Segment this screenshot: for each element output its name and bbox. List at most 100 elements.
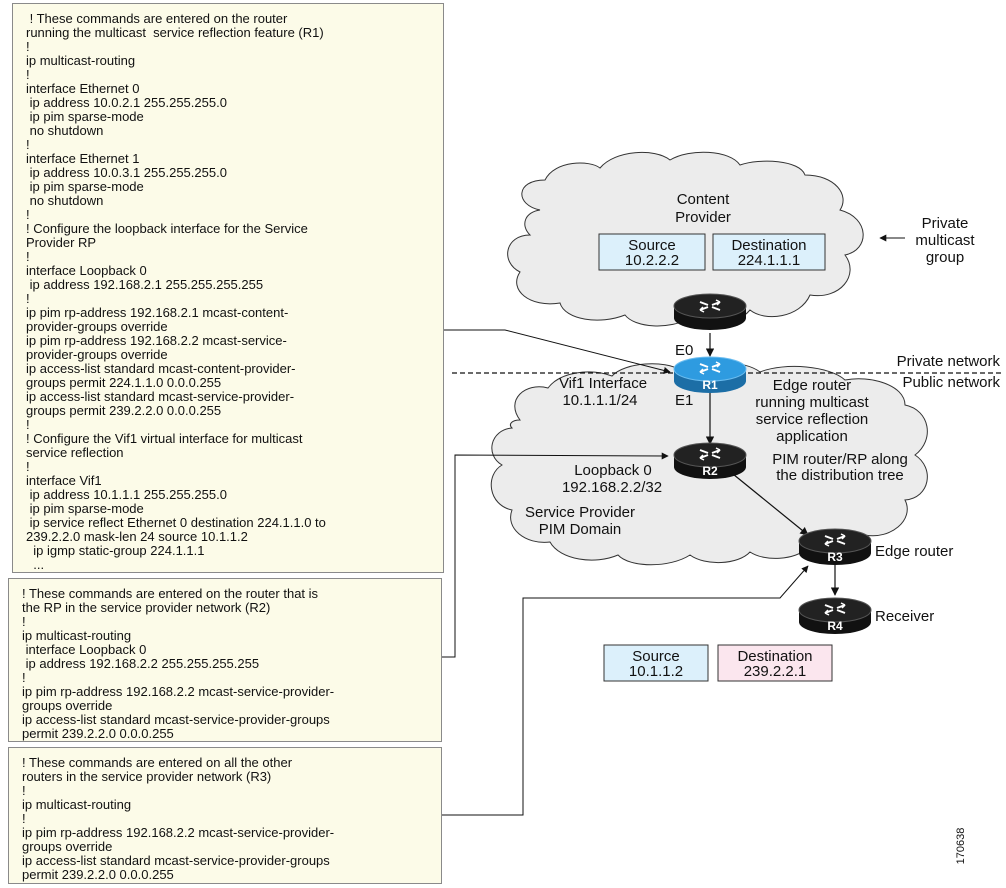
config-line: groups override — [22, 839, 113, 854]
config-line: ! — [26, 291, 30, 306]
e1-label: E1 — [675, 392, 693, 409]
pim-router-line1: PIM router/RP along — [772, 451, 908, 468]
config-line: ip access-list standard mcast-service-pr… — [22, 712, 330, 727]
config-line: interface Ethernet 0 — [26, 81, 140, 96]
config-line: ip pim rp-address 192.168.2.2 mcast-serv… — [26, 333, 287, 348]
config-line: ! — [26, 459, 30, 474]
connector-r2 — [442, 452, 669, 658]
loopback-label: Loopback 0 — [574, 462, 652, 479]
config-line: ip pim rp-address 192.168.2.2 mcast-serv… — [22, 684, 335, 699]
content-provider-line1: Content — [677, 191, 730, 208]
source-top-label: Source — [628, 237, 676, 254]
config-line: service reflection — [26, 445, 124, 460]
config-line: ip access-list standard mcast-content-pr… — [26, 361, 296, 376]
router-r4-label: R4 — [827, 619, 843, 633]
config-line: permit 239.2.2.0 0.0.0.255 — [22, 867, 174, 882]
e0-label: E0 — [675, 342, 693, 359]
config-line: ip address 10.1.1.1 255.255.255.0 — [26, 487, 227, 502]
router-r2-label: R2 — [702, 464, 718, 478]
config-line: ip multicast-routing — [22, 797, 132, 812]
link-r2-r3 — [727, 469, 809, 536]
connector-r3 — [442, 565, 809, 816]
source-box-top — [598, 233, 706, 271]
source-top-value: 10.2.2.2 — [625, 252, 679, 269]
config-line: interface Ethernet 1 — [26, 151, 140, 166]
config-line: ip address 10.0.2.1 255.255.255.0 — [26, 95, 227, 110]
config-line: ! — [22, 783, 26, 798]
router-r1-label: R1 — [702, 378, 718, 392]
config-line: interface Vif1 — [26, 473, 102, 488]
receiver-label: Receiver — [875, 608, 934, 625]
destination-bottom-value: 239.2.2.1 — [744, 663, 807, 680]
config-line: provider-groups override — [26, 319, 168, 334]
config-line: ip service reflect Ethernet 0 destinatio… — [26, 515, 326, 530]
config-line: ip pim sparse-mode — [26, 179, 144, 194]
pim-router-line2: the distribution tree — [776, 467, 904, 484]
config-line: the RP in the service provider network (… — [22, 600, 271, 615]
sp-domain-line1: Service Provider — [525, 504, 635, 521]
private-group-line1: Private — [922, 215, 969, 232]
source-bottom-value: 10.1.1.2 — [629, 663, 683, 680]
config-line: ! — [26, 417, 30, 432]
config-line: ip pim sparse-mode — [26, 501, 144, 516]
destination-top-value: 224.1.1.1 — [738, 252, 801, 269]
config-line: no shutdown — [26, 123, 104, 138]
config-line: ip multicast-routing — [26, 53, 136, 68]
config-line: ! — [22, 811, 26, 826]
config-line: ip igmp static-group 224.1.1.255 — [33, 572, 219, 573]
router-r4-icon — [798, 597, 872, 634]
destination-top-label: Destination — [731, 237, 806, 254]
config-line: ip access-list standard mcast-service-pr… — [26, 389, 295, 404]
connector-r1 — [444, 329, 671, 374]
router-r2-icon — [673, 442, 747, 479]
config-line: ! — [26, 207, 30, 222]
loopback-address: 192.168.2.2/32 — [562, 479, 662, 496]
config-line: ! These commands are entered on the rout… — [22, 586, 319, 601]
private-group-line2: multicast — [915, 232, 975, 249]
config-line: groups permit 224.1.1.0 0.0.0.255 — [26, 375, 222, 390]
vif1-interface-label: Vif1 Interface — [559, 375, 647, 392]
config-line: ! — [22, 614, 26, 629]
config-line: ip address 192.168.2.1 255.255.255.255 — [26, 277, 264, 292]
config-line: interface Loopback 0 — [22, 642, 147, 657]
router-r3-icon — [798, 528, 872, 565]
config-line: provider-groups override — [26, 347, 168, 362]
config-line: ip address 10.0.3.1 255.255.255.0 — [26, 165, 227, 180]
config-box-r2: ! These commands are entered on the rout… — [8, 578, 442, 742]
router-top-icon — [673, 293, 747, 330]
config-line: ! Configure the Vif1 virtual interface f… — [26, 431, 303, 446]
content-provider-line2: Provider — [675, 209, 731, 226]
config-box-r3: ! These commands are entered on all the … — [8, 747, 442, 884]
config-line: interface Loopback 0 — [26, 263, 147, 278]
private-group-line3: group — [926, 249, 964, 266]
config-line: ! — [26, 137, 30, 152]
edge-router-r1-line3: service reflection — [756, 411, 869, 428]
edge-router-r1-line1: Edge router — [773, 377, 851, 394]
config-line: ip pim rp-address 192.168.2.2 mcast-serv… — [22, 825, 335, 840]
source-box-bottom — [603, 644, 709, 682]
config-line: ! — [26, 249, 30, 264]
edge-router-r1-line2: running multicast — [755, 394, 869, 411]
config-line: ... — [26, 557, 45, 572]
vif1-address-label: 10.1.1.1/24 — [562, 392, 637, 409]
config-line: ! — [26, 67, 30, 82]
config-line: ip multicast-routing — [22, 628, 132, 643]
destination-bottom-label: Destination — [737, 648, 812, 665]
config-line: ! — [22, 670, 26, 685]
config-line: running the multicast service reflection… — [26, 25, 324, 40]
figure-id: 170638 — [955, 828, 967, 865]
config-line: Provider RP — [26, 235, 97, 250]
router-r1-icon — [673, 356, 747, 393]
config-line: permit 239.2.2.0 0.0.0.255 — [22, 726, 174, 741]
config-line: routers in the service provider network … — [22, 769, 272, 784]
config-line: ! These commands are entered on the rout… — [26, 11, 288, 26]
config-line: ip pim sparse-mode — [26, 109, 144, 124]
public-network-label: Public network — [902, 374, 1000, 391]
config-line: ip igmp static-group 224.1.1.1 — [26, 543, 205, 558]
sp-domain-line2: PIM Domain — [539, 521, 622, 538]
config-line: ! — [26, 39, 30, 54]
source-bottom-label: Source — [632, 648, 680, 665]
config-line: groups permit 239.2.2.0 0.0.0.255 — [26, 403, 222, 418]
